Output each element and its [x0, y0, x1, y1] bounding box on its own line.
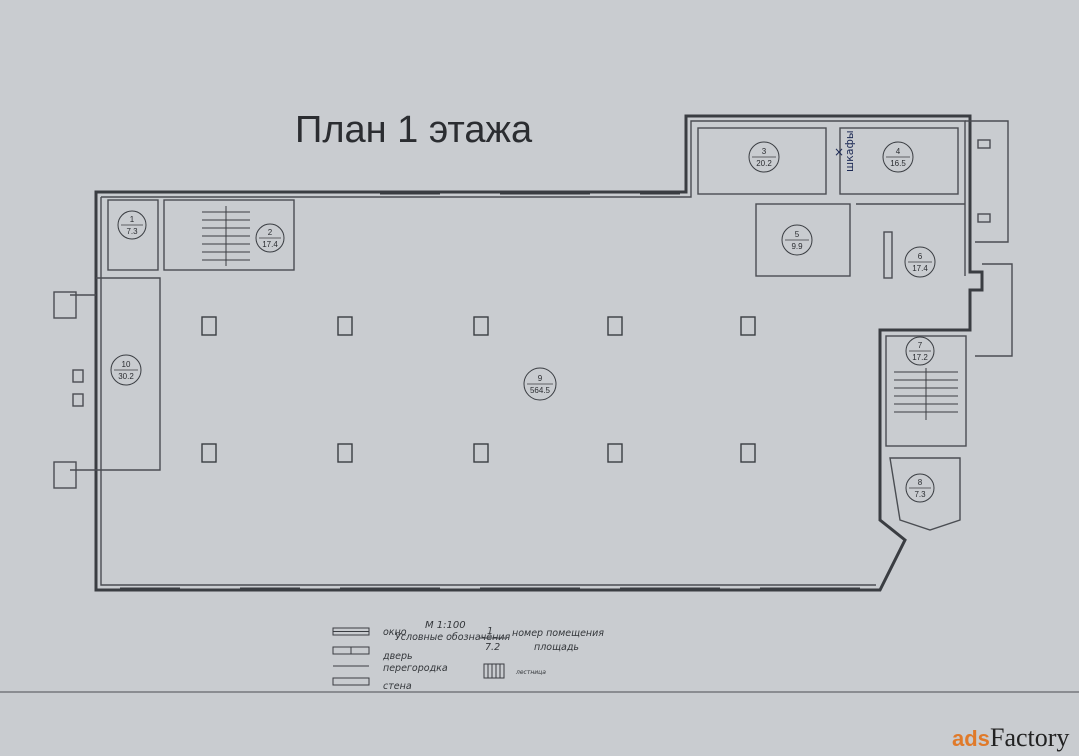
room-circle: [255, 223, 285, 253]
legend-area-label: площадь: [534, 642, 579, 653]
scale-label: М 1:100: [425, 620, 466, 631]
room-number: 6: [918, 252, 923, 261]
columns: [201, 316, 756, 463]
right-rooms-walls: [697, 120, 1013, 357]
watermark-part-factory: Factory: [990, 723, 1069, 752]
left-annex-walls: [53, 199, 161, 489]
room-circle: [117, 210, 147, 240]
room-circle: [882, 141, 914, 173]
room-area: 7.3: [126, 227, 138, 236]
room-area: 30.2: [118, 372, 134, 381]
room-number: 2: [268, 228, 273, 237]
room-label-10: 10 30.2: [110, 354, 142, 386]
room-circle: [110, 354, 142, 386]
handwritten-note-text: шкафы: [843, 130, 856, 172]
legend-heading: Условные обозначения: [395, 632, 510, 643]
room-circle: [905, 473, 935, 503]
handwritten-note: шкафы ×: [834, 130, 856, 172]
legend-door-label: дверь: [382, 651, 413, 662]
room-number: 10: [122, 360, 131, 369]
room-circle: [748, 141, 780, 173]
room-area: 564.5: [530, 386, 551, 395]
room-number: 1: [130, 215, 135, 224]
room-circle: [781, 224, 813, 256]
legend-door-symbol: [332, 646, 370, 655]
legend-room-number-label: номер помещения: [512, 628, 604, 639]
room-area: 9.9: [791, 242, 803, 251]
room-area: 17.4: [262, 240, 278, 249]
legend-partition-label: перегородка: [383, 663, 448, 674]
room-number: 3: [762, 147, 767, 156]
room-label-8: 87.3: [905, 473, 935, 503]
legend-example-number: 1: [487, 626, 493, 637]
stair-room-2: [163, 199, 295, 271]
room-area: 17.4: [912, 264, 928, 273]
room-label-2: 217.4: [255, 223, 285, 253]
room-number: 8: [918, 478, 923, 487]
stair-room-7: [885, 335, 967, 531]
room-area: 16.5: [890, 159, 906, 168]
room-label-3: 320.2: [748, 141, 780, 173]
room-label-9: 9 564.5: [523, 367, 557, 401]
room-area: 7.3: [914, 490, 926, 499]
room-label-7: 717.2: [905, 336, 935, 366]
room-number: 9: [538, 374, 543, 383]
legend-wall-label: стена: [383, 681, 412, 692]
legend-stair-label: лестница: [515, 669, 546, 676]
adsfactory-watermark: ads Factory: [952, 723, 1069, 752]
room-number: 5: [795, 230, 800, 239]
room-label-4: 416.5: [882, 141, 914, 173]
room-number: 7: [918, 341, 923, 350]
legend-example-area: 7.2: [485, 642, 500, 653]
legend-window-symbol: [332, 627, 370, 636]
room-area: 20.2: [756, 159, 772, 168]
room-area: 17.2: [912, 353, 928, 362]
outer-walls: [94, 114, 984, 592]
legend: окно дверь перегородка стена 1 7.2 номер…: [332, 626, 604, 692]
watermark-part-ads: ads: [952, 726, 990, 751]
room-circle: [523, 367, 557, 401]
room-label-6: 617.4: [904, 246, 936, 278]
cross-mark-icon: ×: [834, 145, 844, 159]
legend-window-label: окно: [383, 627, 407, 638]
room-label-1: 17.3: [117, 210, 147, 240]
room-circle: [904, 246, 936, 278]
room-label-5: 59.9: [781, 224, 813, 256]
legend-wall-symbol: [332, 677, 370, 686]
stair-treads-room-7: [894, 368, 958, 420]
legend-stair-symbol: [483, 663, 505, 679]
stair-treads-room-2: [202, 206, 250, 266]
windows: [120, 193, 860, 589]
room-circle: [905, 336, 935, 366]
plan-title: План 1 этажа: [295, 109, 533, 151]
room-number: 4: [896, 147, 901, 156]
